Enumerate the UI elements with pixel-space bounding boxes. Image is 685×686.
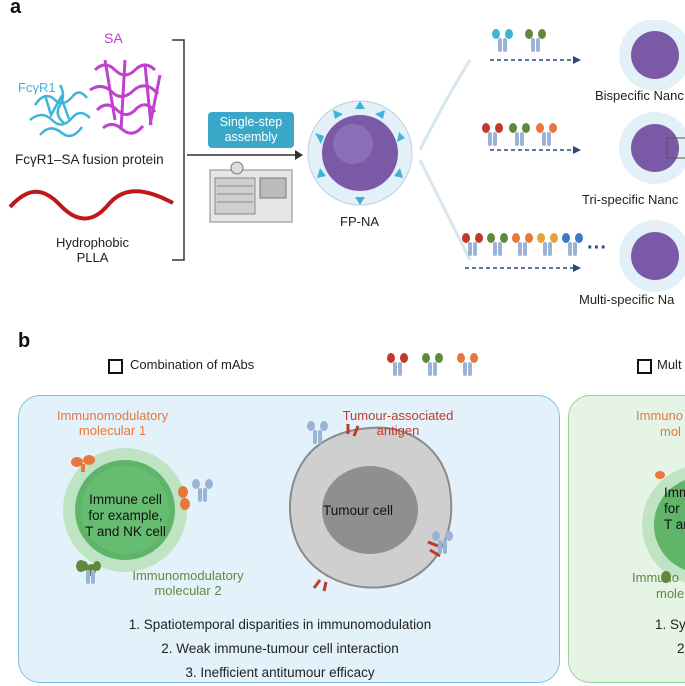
fcyr1-ribbon [29,84,91,138]
immuno1-molecule [71,455,95,472]
immune-cell-line1: Immune cell [89,492,162,507]
fp-na-label: FP-NA [340,214,379,229]
plla-label: Hydrophobic PLLA [40,235,145,265]
combination-issues-list: 1. Spatiotemporal disparities in immunom… [60,613,500,685]
bispecific-antibodies [492,29,546,52]
trispecific-nano [619,112,685,184]
tumour-antibody-top [307,421,328,444]
sa-ribbon [89,59,162,135]
immune-cell-label: Immune cell for example, T and NK cell [68,492,183,540]
right-immuno-top: Immuno mol [636,408,683,440]
right-immune-cell [642,467,685,583]
input-bracket [172,39,185,261]
immuno1-label: Immunomodulatory molecular 1 [40,408,185,438]
immune-antibody [192,479,213,502]
immuno1-line1: Immunomodulatory [56,408,169,423]
immune-cell-line3: T and NK cell [85,524,166,539]
immune-antibody-2 [80,561,101,584]
right-header-checkbox [637,359,652,374]
right-point-2: 2 [677,641,685,656]
single-step-assembly-box: Single-step assembly [208,112,294,148]
fcyr1-label: FcγR1 [18,80,56,95]
tumour-cell-label: Tumour cell [323,503,394,518]
trispecific-label: Tri-specific Nanc [582,192,679,207]
right-points: 1. Sy 2 [655,613,685,661]
specific-outputs [462,20,685,292]
right-immuno-top-line2: mol [660,424,681,439]
immuno2-line2: molecular 2 [154,583,222,598]
issue-2: 2. Weak immune-tumour cell interaction [161,641,399,656]
multispecific-nano [619,220,685,292]
assembly-line2: assembly [224,130,278,144]
tumour-antigen-line1: Tumour-associated [342,408,454,423]
microfluidic-machine [209,161,293,223]
issue-1: 1. Spatiotemporal disparities in immunom… [128,617,432,632]
right-cell-line2: for [664,501,680,516]
right-point-1: 1. Sy [655,617,685,632]
right-immuno-bottom: Immuno mole [632,570,684,602]
bispecific-nano [619,20,685,91]
tumour-cell [288,424,453,592]
right-immuno-bottom-line2: mole [656,586,685,601]
immuno1-line2: molecular 1 [78,423,147,438]
combination-header: Combination of mAbs [130,357,255,372]
tumour-antigen-label: Tumour-associated antigen [338,408,458,438]
fp-na-nanoparticle [307,100,413,206]
issue-3: 3. Inefficient antitumour efficacy [185,665,375,680]
fusion-protein-label: FcγR1–SA fusion protein [15,152,164,167]
sa-label: SA [104,30,123,46]
multispecific-antibodies [462,233,583,256]
tumour-antigen-line2: antigen [376,423,420,438]
tumour-antibody [432,531,453,554]
multispecific-label: Multi-specific Na [579,292,675,307]
plla-chain [8,189,174,221]
panel-a-letter: a [10,0,22,18]
divergence-curves [418,59,472,261]
tumour-antigen-marks [312,424,441,592]
immune-cell [63,448,190,576]
right-immune-cell-label: Imm for T an [664,485,685,533]
right-immuno-bottom-line1: Immuno [632,570,679,585]
assembly-arrow [187,150,303,160]
assembly-line1: Single-step [219,115,283,129]
plla-label-line2: PLLA [76,250,109,265]
immuno2-label: Immunomodulatory molecular 2 [118,568,258,598]
immune-cell-line2: for example, [88,508,163,523]
plla-label-line1: Hydrophobic [56,235,129,250]
more-ellipsis: ··· [587,237,607,259]
panel-b-letter: b [18,330,31,352]
immuno2-line1: Immunomodulatory [132,568,244,583]
right-immuno-top-line1: Immuno [636,408,683,423]
trispecific-antibodies [482,123,557,146]
bispecific-label: Bispecific Nanc [595,88,684,103]
right-cell-line1: Imm [664,485,685,500]
right-cell-line3: T an [664,517,685,532]
multi-header: Mult [657,357,682,372]
fusion-protein-illustration [29,59,162,138]
left-header-checkbox [108,359,123,374]
header-antibodies [387,353,478,376]
